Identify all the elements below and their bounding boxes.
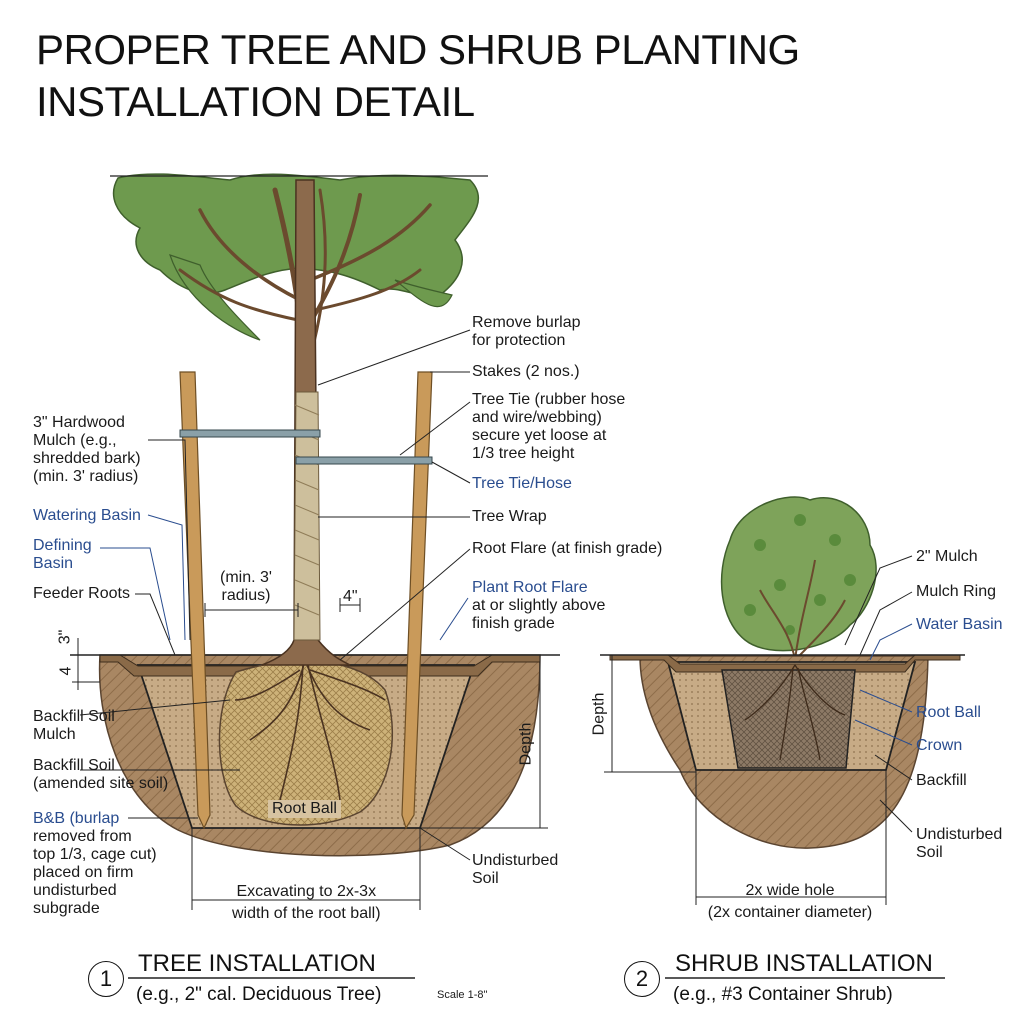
label-min-radius: (min. 3'radius) — [220, 569, 272, 604]
label-shrub-mulch: 2" Mulch — [916, 548, 978, 565]
label-tree-wrap: Tree Wrap — [472, 508, 547, 525]
label-root-flare: Root Flare (at finish grade) — [472, 540, 663, 557]
shrub-leader-lines — [844, 555, 913, 833]
label-dim-four: 4 — [57, 666, 75, 676]
label-watering-basin: Watering Basin — [33, 507, 141, 524]
tree-wrap — [293, 391, 321, 641]
label-shrub-depth: Depth — [590, 692, 608, 736]
tree-tie-lower — [295, 456, 433, 465]
label-four-inch: 4" — [343, 588, 358, 605]
caption-sub-tree: (e.g., 2" cal. Deciduous Tree) — [136, 984, 382, 1005]
title-line-1: PROPER TREE AND SHRUB PLANTING — [36, 26, 800, 73]
label-tree-root-ball: Root Ball — [268, 800, 341, 818]
label-dim-three: 3" — [56, 629, 74, 645]
label-stakes: Stakes (2 nos.) — [472, 363, 580, 380]
label-wide-hole: 2x wide hole(2x container diameter) — [707, 882, 873, 921]
label-backfill-amended: Backfill Soil(amended site soil) — [33, 757, 169, 792]
stake-left — [179, 371, 211, 830]
label-mulch-ring: Mulch Ring — [916, 583, 997, 600]
caption-number-shrub: 2 — [624, 961, 660, 997]
label-shrub-root-ball: Root Ball — [916, 704, 981, 721]
label-crown: Crown — [916, 737, 963, 754]
shrub-root-ball — [721, 669, 856, 769]
tree-tie-upper — [179, 429, 321, 438]
page-title: PROPER TREE AND SHRUB PLANTING INSTALLAT… — [36, 24, 800, 128]
tree-leader-lines — [79, 329, 471, 861]
label-tree-tie-hose: Tree Tie/Hose — [472, 475, 572, 492]
label-feeder-roots: Feeder Roots — [33, 585, 130, 602]
caption-scale: Scale 1-8" — [437, 989, 488, 1001]
shrub-mulch-layer — [609, 654, 961, 673]
label-tree-depth: Depth — [517, 722, 535, 766]
tree-roots — [234, 659, 386, 801]
stake-right — [401, 371, 433, 830]
label-water-basin: Water Basin — [916, 616, 1003, 633]
caption-title-shrub: SHRUB INSTALLATION — [675, 950, 933, 977]
label-backfill: Backfill — [916, 772, 967, 789]
tree-root-ball — [218, 660, 394, 826]
title-line-2: INSTALLATION DETAIL — [36, 78, 475, 125]
caption-number-tree: 1 — [88, 961, 124, 997]
caption-sub-shrub: (e.g., #3 Container Shrub) — [673, 984, 893, 1005]
shrub-roots — [744, 664, 846, 761]
caption-title-tree: TREE INSTALLATION — [138, 950, 376, 977]
